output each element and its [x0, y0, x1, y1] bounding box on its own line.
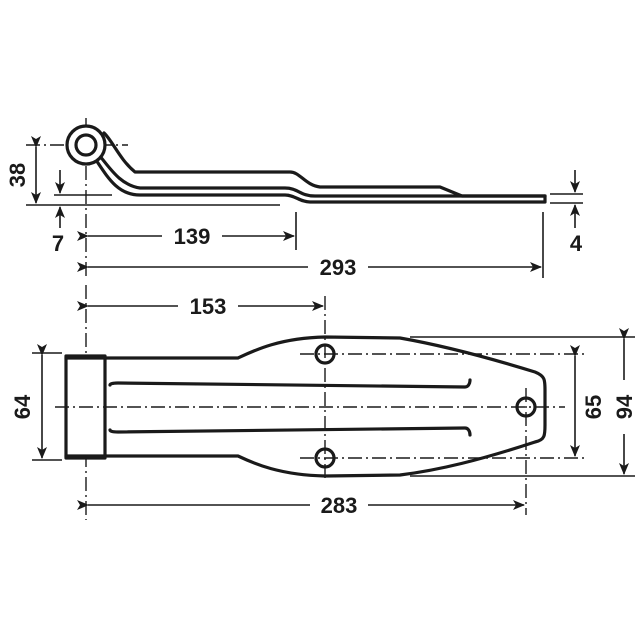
hole-end	[515, 396, 537, 418]
dim-hole-distance: 153	[190, 294, 227, 319]
rib-upper	[108, 378, 472, 389]
hole-lower	[314, 447, 336, 469]
hole-upper	[314, 343, 336, 365]
dim-end-hole-distance: 283	[321, 493, 358, 518]
dim-hole-spacing: 65	[581, 395, 606, 419]
dim-thickness: 4	[570, 231, 583, 256]
side-view: 38 7 139 293 4	[5, 118, 583, 280]
knuckle-pin	[74, 133, 98, 157]
dim-bend-distance: 139	[174, 224, 211, 249]
dim-offset-bottom: 7	[52, 231, 64, 256]
dim-height-total: 38	[5, 163, 30, 187]
leaf-middle-edge	[97, 153, 547, 198]
dim-overall-width: 94	[612, 394, 637, 419]
rib-lower	[108, 426, 472, 437]
dim-overall-length: 293	[320, 255, 357, 280]
leaf-bottom-edge	[94, 158, 547, 204]
leaf-top-edge	[102, 131, 547, 198]
dim-knuckle-width: 64	[10, 394, 35, 419]
top-view: 153 64 65 94	[10, 285, 637, 520]
knuckle-outer	[65, 124, 107, 166]
